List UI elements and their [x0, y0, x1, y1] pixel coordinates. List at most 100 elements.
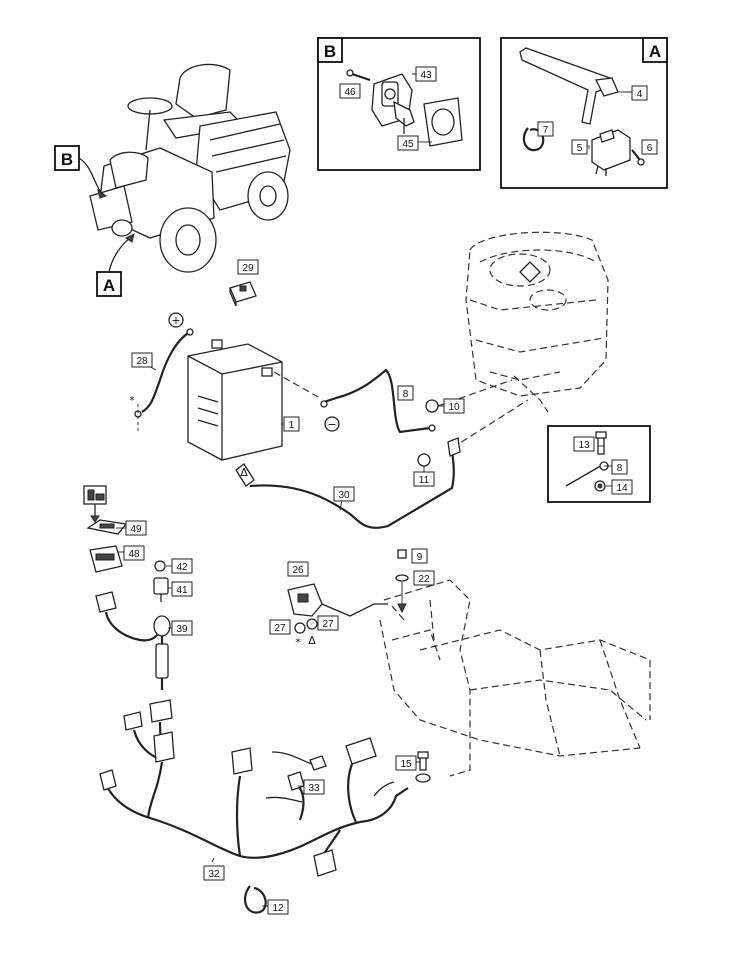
- bracket-part: [519, 47, 619, 125]
- plus-symbol: +: [171, 314, 180, 327]
- callout-label-c15: 15: [400, 759, 412, 770]
- nut-10: [425, 379, 513, 413]
- callout-label-c22: 22: [418, 574, 430, 585]
- callout-c27b: 27: [317, 615, 339, 631]
- callout-label-c14: 14: [616, 483, 628, 494]
- callout-label-c6: 6: [647, 143, 653, 154]
- callout-c46: 46: [339, 83, 361, 99]
- callout-c45: 45: [397, 135, 419, 151]
- callout-c22: 22: [413, 570, 435, 586]
- callout-label-c5: 5: [577, 143, 583, 154]
- callout-c11: 11: [413, 471, 435, 487]
- callout-c26: 26: [287, 561, 309, 577]
- asterisk-symbol-27: *: [295, 636, 301, 649]
- ignition-switch-part: [371, 73, 415, 134]
- detail-view-b: B: [317, 37, 481, 171]
- mower-overview: [89, 63, 291, 273]
- asterisk-symbol-28: *: [129, 394, 135, 407]
- callout-c6: 6: [641, 139, 658, 155]
- callout-c33: 33: [303, 779, 325, 795]
- screw-9: [395, 549, 409, 614]
- callout-c10: 10: [443, 398, 465, 414]
- callout-label-c7: 7: [543, 125, 549, 136]
- chassis-dashed: [379, 579, 651, 777]
- callout-label-c12: 12: [272, 903, 284, 914]
- cable-30: Δ: [235, 399, 529, 529]
- callout-c4: 4: [631, 85, 648, 101]
- minus-symbol: −: [327, 418, 336, 431]
- callout-c27a: 27: [269, 619, 291, 635]
- callout-c39: 39: [171, 620, 193, 636]
- triangle-symbol-27: Δ: [308, 634, 316, 647]
- positive-cable-28: + *: [129, 312, 194, 432]
- overview-pointers: B A: [54, 145, 135, 297]
- view-b-label: B: [324, 42, 336, 61]
- switch-48: [89, 545, 123, 573]
- switch-41-42: [153, 560, 169, 602]
- callout-label-c42: 42: [176, 562, 188, 573]
- callout-c13: 13: [573, 436, 595, 452]
- callout-c8a: 8: [397, 385, 414, 401]
- harness-connector-39: [95, 591, 171, 690]
- view-a-label: A: [649, 42, 661, 61]
- battery: [187, 339, 283, 461]
- callout-c5: 5: [571, 139, 588, 155]
- cable-tie-12: [243, 885, 267, 914]
- callout-c49: 49: [125, 520, 147, 536]
- callout-label-c39: 39: [176, 624, 188, 635]
- gasket-part: [423, 97, 463, 147]
- callout-label-c27a: 27: [274, 623, 286, 634]
- callout-label-c4: 4: [637, 89, 643, 100]
- screw-6: [631, 149, 645, 166]
- callout-label-c41: 41: [176, 585, 188, 596]
- callout-c30: 30: [333, 486, 355, 502]
- callout-label-c43: 43: [420, 70, 432, 81]
- callout-c43: 43: [415, 66, 437, 82]
- callout-c48: 48: [123, 545, 145, 561]
- callout-label-c8a: 8: [403, 389, 409, 400]
- negative-cable-8: −: [273, 368, 436, 434]
- triangle-symbol-30: Δ: [240, 466, 248, 479]
- callout-c7: 7: [537, 121, 554, 137]
- detail-view-a: A: [500, 37, 668, 189]
- callout-label-c49: 49: [130, 524, 142, 535]
- callout-c42: 42: [171, 558, 193, 574]
- solenoid-part: [591, 129, 631, 176]
- callout-c41: 41: [171, 581, 193, 597]
- callout-c15: 15: [395, 755, 417, 771]
- nut-11: [417, 453, 431, 467]
- callout-c29: 29: [237, 259, 259, 275]
- callout-label-c46: 46: [344, 87, 356, 98]
- detail-box-13-8-14: [547, 425, 651, 503]
- callout-label-c9: 9: [417, 552, 423, 563]
- callout-label-c10: 10: [448, 402, 460, 413]
- callout-label-c29: 29: [242, 263, 254, 274]
- pointer-a-label: A: [103, 276, 115, 295]
- switch-cover-49: [86, 519, 128, 535]
- screw-46: [346, 69, 371, 82]
- callout-c9: 9: [411, 548, 428, 564]
- pointer-b-label: B: [61, 150, 73, 169]
- callout-label-c48: 48: [128, 549, 140, 560]
- engine-dashed: [465, 231, 609, 413]
- callout-label-c33: 33: [308, 783, 320, 794]
- panel-icon: [83, 485, 107, 523]
- callout-label-c26: 26: [292, 565, 304, 576]
- callout-c8b: 8: [611, 459, 628, 475]
- callout-c1: 1: [283, 416, 300, 432]
- callout-c14: 14: [611, 479, 633, 495]
- callout-label-c8b: 8: [617, 463, 623, 474]
- relay-29: [229, 281, 257, 307]
- callout-label-c13: 13: [578, 440, 590, 451]
- callout-c32: 32: [203, 865, 225, 881]
- wiring-harness-32: [99, 699, 409, 877]
- callout-c12: 12: [267, 899, 289, 915]
- callout-label-c28: 28: [136, 356, 148, 367]
- callout-label-c27b: 27: [322, 619, 334, 630]
- callout-label-c32: 32: [208, 869, 220, 880]
- screw-15: [415, 751, 431, 783]
- sensor-bracket-26: * Δ: [287, 583, 405, 649]
- callout-label-c1: 1: [289, 420, 295, 431]
